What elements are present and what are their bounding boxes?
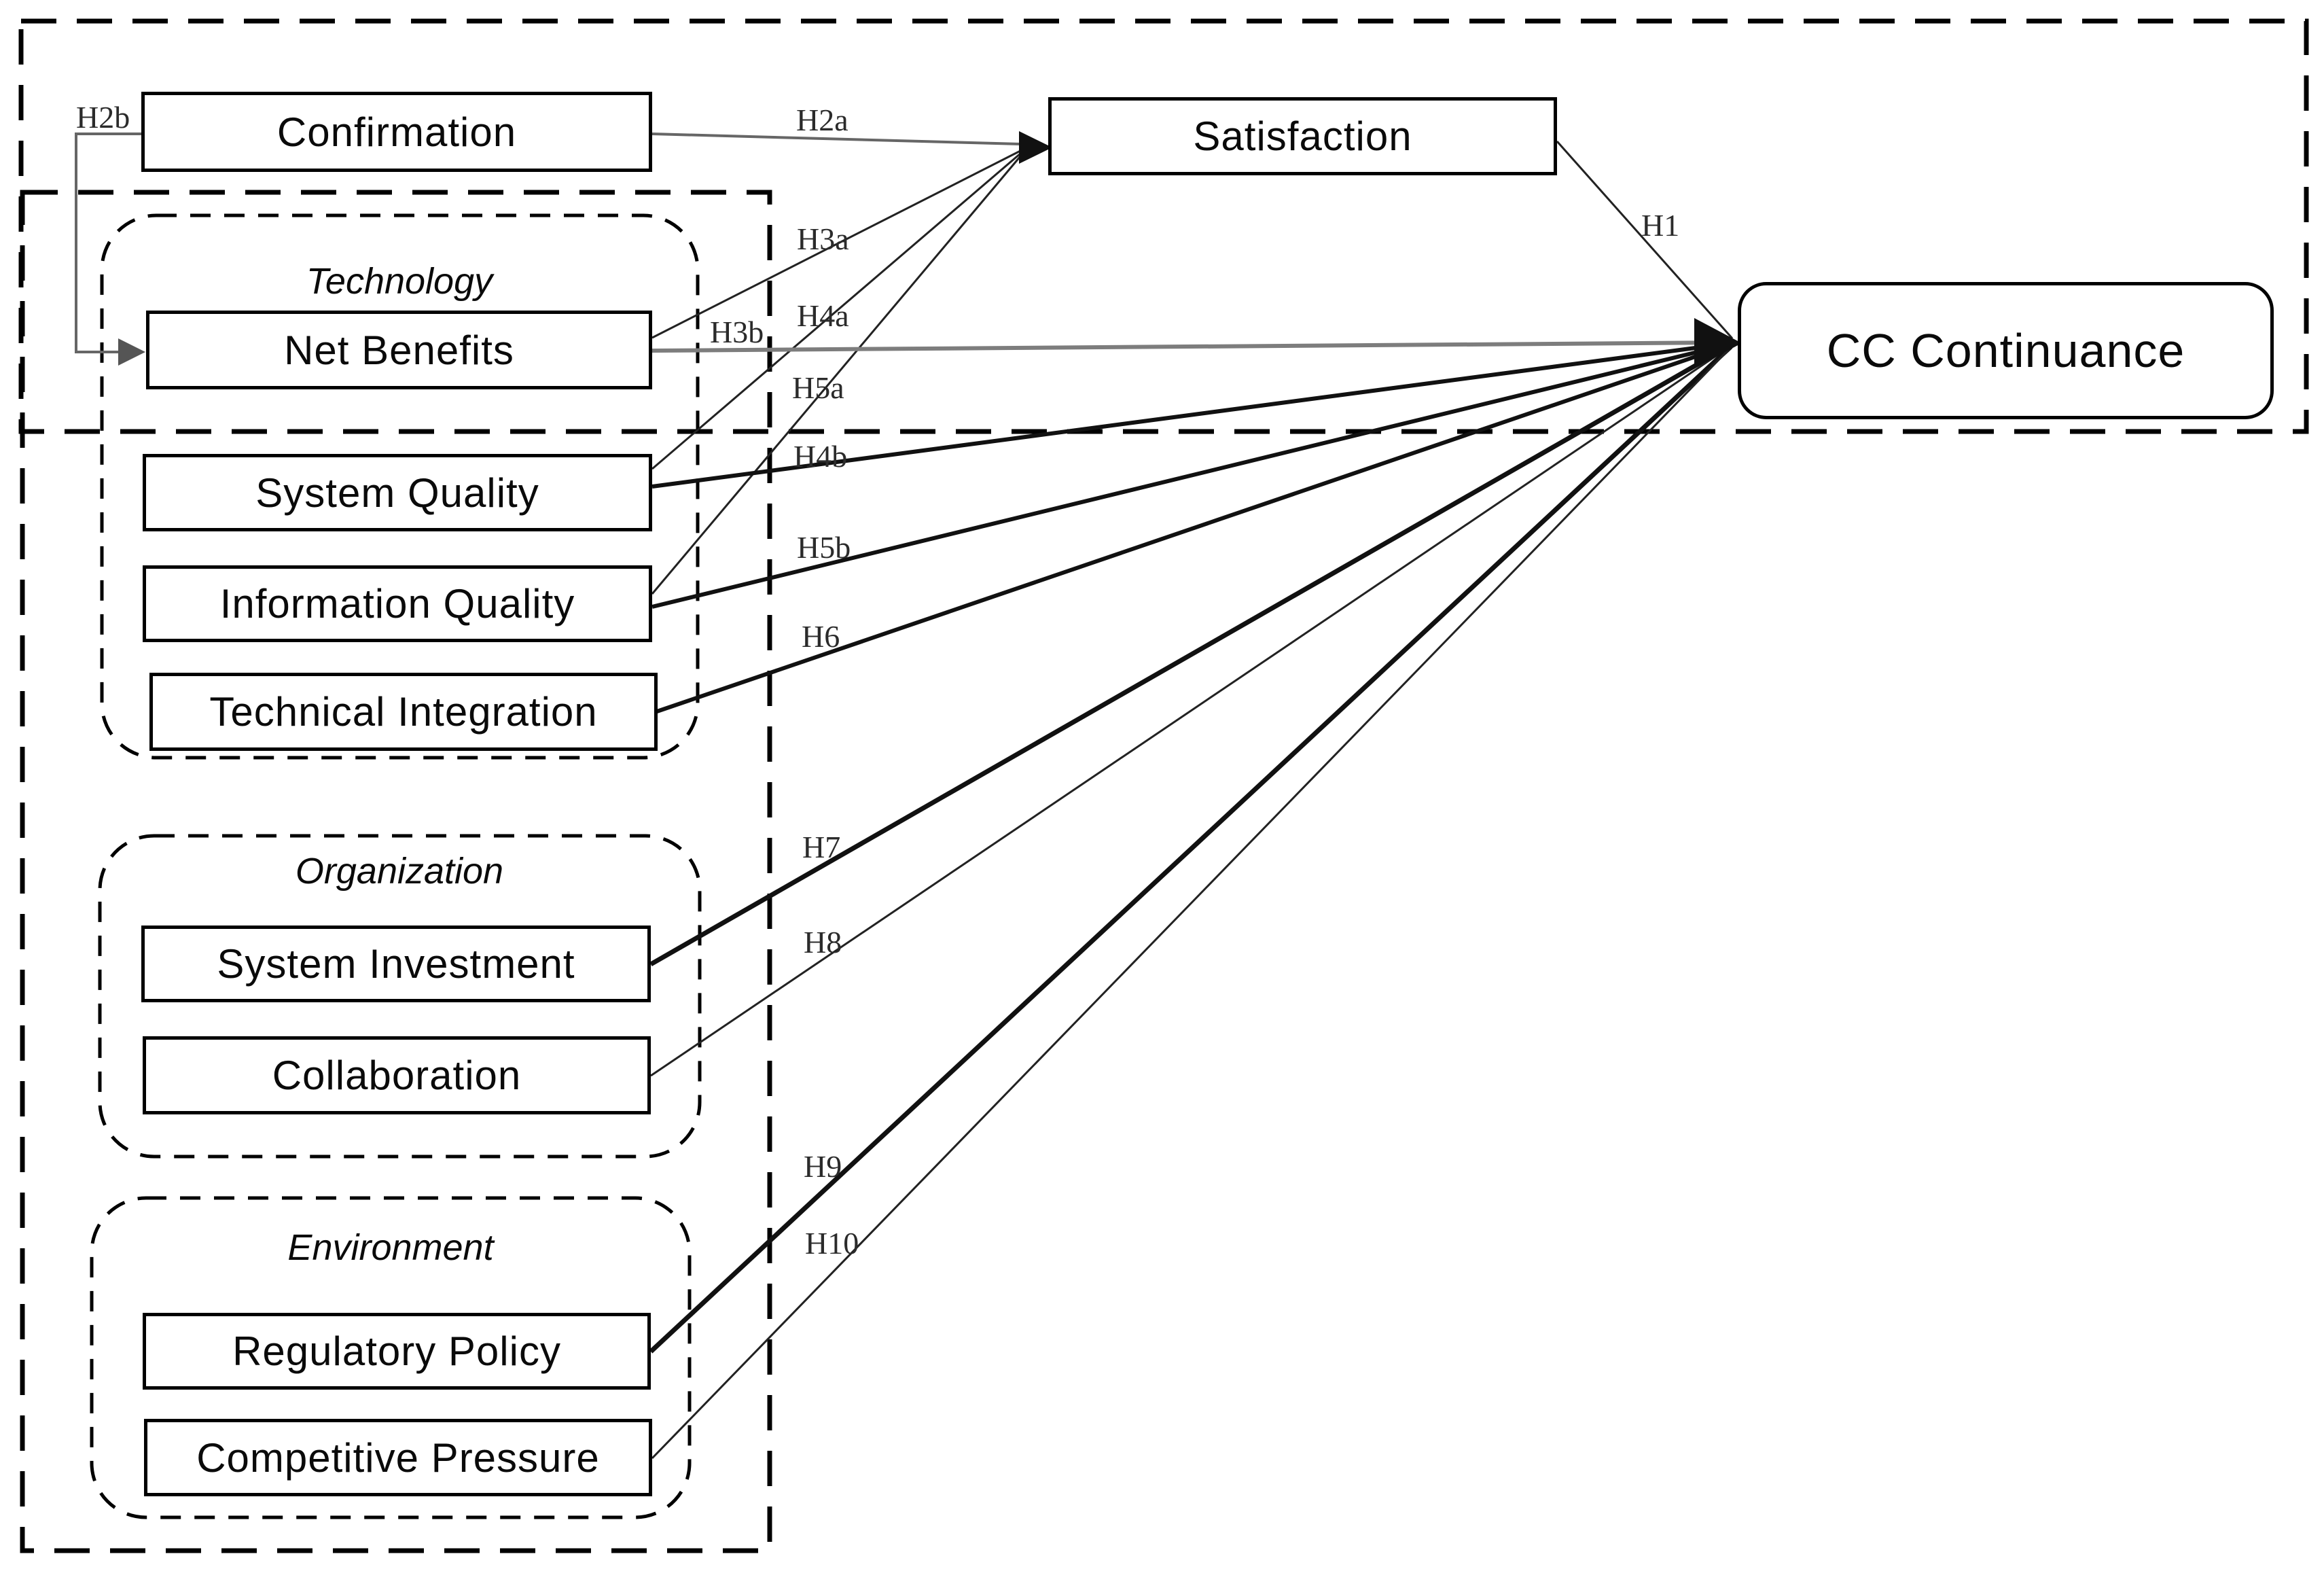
cc-continuance-arrowhead [1694,318,1742,368]
hypothesis-label-h4b: H4b [793,439,848,474]
node-cc-continuance: CC Continuance [1738,282,2274,419]
hypothesis-label-h5a: H5a [792,370,844,405]
edge-h5b-line [651,342,1732,609]
organization-group-outline [98,834,702,1159]
node-satisfaction: Satisfaction [1048,97,1557,175]
edge-h10-line [651,346,1732,1460]
node-technical-integration: Technical Integration [149,673,658,751]
edge-h2b-line [75,133,141,353]
node-regulatory-policy: Regulatory Policy [143,1313,651,1390]
hypothesis-label-h1: H1 [1641,208,1680,243]
left-dashed-frame [20,190,772,1553]
node-information-quality: Information Quality [143,565,652,642]
technology-group-label: Technology [306,261,493,302]
edge-h9-line [649,345,1733,1354]
environment-group-label: Environment [287,1227,494,1268]
edge-h4a-line [651,152,1021,470]
hypothesis-label-h3a: H3a [797,222,849,256]
hypothesis-label-h4a: H4a [797,298,849,333]
node-system-investment: System Investment [141,926,651,1002]
hypothesis-label-h9: H9 [804,1149,842,1184]
hypothesis-label-h2a: H2a [796,103,848,137]
hypothesis-label-h2b: H2b [76,100,130,135]
edge-h3a-line [651,149,1021,339]
hypothesis-label-h8: H8 [804,925,842,959]
edge-h7-line [649,342,1732,967]
hypothesis-label-h3b: H3b [710,315,764,349]
net-benefits-arrowhead [118,338,145,366]
edge-h4b-line [651,341,1732,489]
edge-h1-line [1556,141,1734,339]
hypothesis-label-h6: H6 [802,619,840,654]
outer-dashed-frame [18,18,2309,434]
environment-group-outline [90,1196,692,1519]
organization-group-label: Organization [295,851,504,892]
edge-h6-line [654,342,1732,714]
hypothesis-label-h7: H7 [802,830,841,864]
hypothesis-label-h5b: H5b [797,530,851,565]
node-net-benefits: Net Benefits [146,311,652,389]
satisfaction-arrowhead [1019,131,1052,164]
edge-h5a-line [651,156,1022,595]
edge-h3b-line [651,340,1732,353]
edge-h8-line [650,345,1732,1077]
node-competitive-pressure: Competitive Pressure [144,1419,652,1496]
technology-group-outline [100,213,700,760]
node-collaboration: Collaboration [143,1036,651,1114]
node-system-quality: System Quality [143,454,652,531]
node-confirmation: Confirmation [141,92,652,172]
hypothesis-label-h10: H10 [805,1226,859,1261]
edge-h2a-line [651,133,1021,145]
